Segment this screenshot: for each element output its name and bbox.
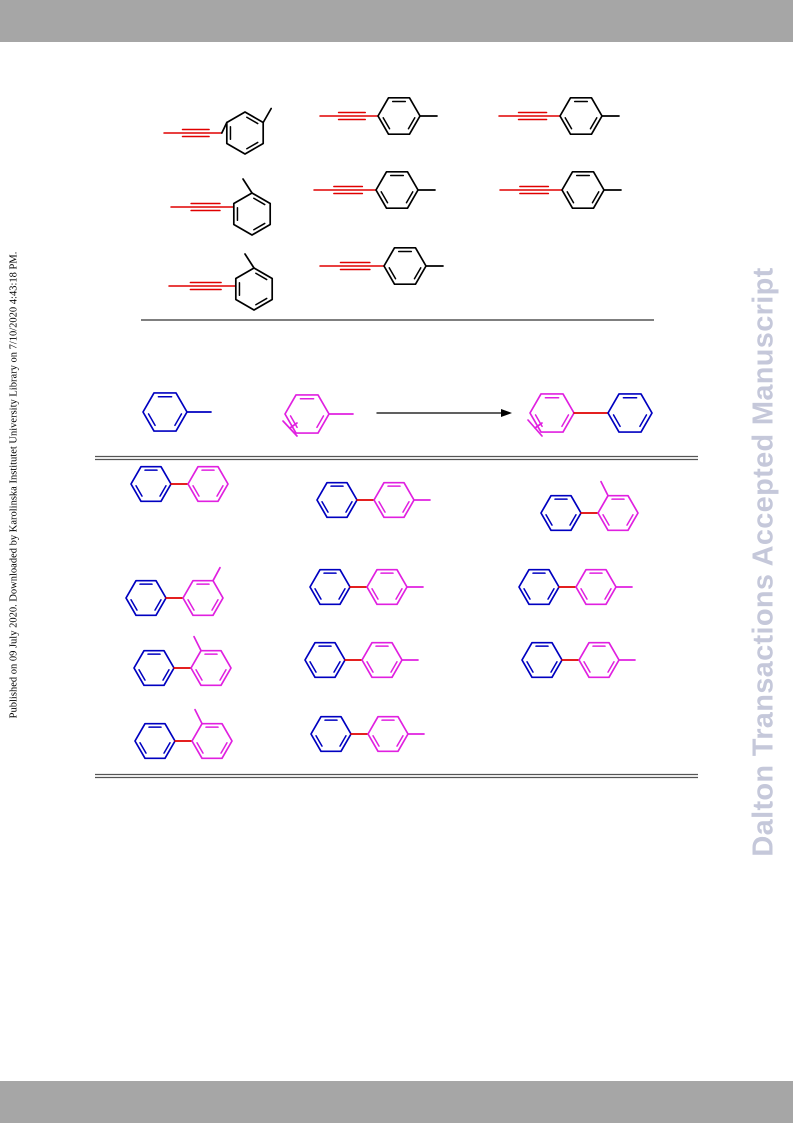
methyl-bond <box>212 566 221 582</box>
substituent-bond <box>289 422 298 429</box>
phenyl-ring <box>521 641 563 679</box>
methyl-bond <box>193 635 202 652</box>
biaryl-5 <box>309 568 424 606</box>
alkyne-meta-1 <box>163 107 273 155</box>
substituent-bond <box>534 422 543 429</box>
benzene-ring <box>559 96 603 136</box>
phenyl-ring <box>310 715 352 753</box>
phenyl-ring <box>134 722 176 760</box>
alkyne-triple-bond <box>163 128 223 138</box>
phenyl-ring <box>518 568 560 606</box>
benzene-ring <box>225 111 265 155</box>
tolyl-ring <box>366 568 408 606</box>
benzene-ring <box>234 267 274 311</box>
tolyl-ring <box>182 579 224 617</box>
phenyl-ring <box>133 649 175 687</box>
biaryl-6 <box>518 568 633 606</box>
benzene-ring <box>284 394 330 434</box>
reactant-2 <box>282 394 354 437</box>
alkyne-ortho-1 <box>170 178 272 236</box>
benzene-ring <box>561 170 605 210</box>
tolyl-ring <box>187 465 229 503</box>
tolyl-ring <box>578 641 620 679</box>
tolyl-ring <box>575 568 617 606</box>
methyl-bond <box>600 480 609 497</box>
benzene-ring <box>377 96 421 136</box>
alkyne-para-3 <box>313 170 436 210</box>
biaryl-2 <box>316 481 431 519</box>
phenyl-ring <box>130 465 172 503</box>
biaryl-8 <box>304 641 419 679</box>
alkyne-triple-bond <box>498 111 561 121</box>
alkyne-para-1 <box>319 96 438 136</box>
reaction-arrow <box>376 409 512 417</box>
alkyne-triple-bond <box>499 185 563 195</box>
biaryl-4 <box>125 566 224 617</box>
biaryl-products <box>125 465 639 760</box>
biaryl-11 <box>310 715 425 753</box>
biaryl-10 <box>134 708 233 760</box>
alkyne-triple-bond <box>319 111 379 121</box>
alkyne-triple-bond <box>168 281 237 291</box>
tolyl-ring <box>597 494 639 532</box>
tolyl-ring <box>361 641 403 679</box>
tolyl-ring <box>373 481 415 519</box>
header-bar <box>0 0 793 42</box>
alkyne-para-5 <box>319 246 444 286</box>
benzene-ring <box>383 246 427 286</box>
reaction-equation <box>142 392 653 437</box>
benzene-ring <box>142 392 188 432</box>
alkyne-triple-bond <box>170 202 235 212</box>
product <box>527 393 653 437</box>
biaryl-9 <box>521 641 636 679</box>
benzene-ring <box>232 192 272 236</box>
biaryl-7 <box>133 635 232 687</box>
alkyne-substrates <box>163 96 622 311</box>
alkyne-ortho-2 <box>168 253 274 311</box>
alkyne-para-4 <box>499 170 622 210</box>
alkyne-triple-bond <box>319 261 385 271</box>
methyl-bond <box>262 107 273 124</box>
tolyl-ring <box>191 722 233 760</box>
phenyl-ring <box>125 579 167 617</box>
phenyl-ring <box>304 641 346 679</box>
phenyl-ring <box>309 568 351 606</box>
alkyne-para-2 <box>498 96 620 136</box>
tolyl-ring <box>367 715 409 753</box>
methyl-bond <box>194 708 203 725</box>
methyl-bond <box>244 253 255 269</box>
biaryl-3 <box>540 480 639 532</box>
benzene-ring <box>607 393 653 433</box>
footer-bar <box>0 1081 793 1123</box>
biaryl-1 <box>130 465 229 503</box>
phenyl-ring <box>540 494 582 532</box>
phenyl-ring <box>316 481 358 519</box>
tolyl-ring <box>190 649 232 687</box>
benzene-ring <box>375 170 419 210</box>
reactant-1 <box>142 392 212 432</box>
alkyne-triple-bond <box>313 185 377 195</box>
methyl-bond <box>242 178 253 194</box>
